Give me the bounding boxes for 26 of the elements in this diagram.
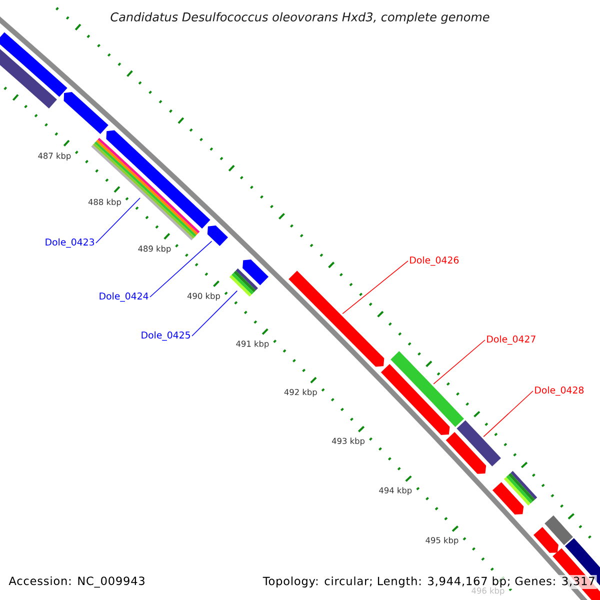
gene-label: Dole_0423 bbox=[46, 238, 94, 248]
gene-label: Dole_0425 bbox=[142, 331, 190, 341]
leader-line bbox=[150, 240, 212, 298]
gene-block bbox=[106, 130, 210, 229]
footer-text: Accession: NC_009943 bbox=[7, 574, 147, 590]
footer-text: Topology: circular; Length: 3,944,167 bp; Genes: 3,317 bbox=[261, 575, 597, 589]
scale-label: 494 kbp bbox=[379, 487, 412, 495]
gene-label: Dole_0424 bbox=[100, 292, 148, 302]
scale-label: 487 kbp bbox=[38, 152, 71, 160]
scale-label: 495 kbp bbox=[426, 536, 458, 545]
leader-line bbox=[96, 198, 140, 244]
gene-label: Dole_0427 bbox=[487, 335, 536, 345]
gene-label: Dole_0426 bbox=[410, 256, 459, 266]
gene-block bbox=[446, 432, 486, 474]
scale-label: 496 kbp bbox=[472, 587, 504, 596]
title: Candidatus Desulfococcus oleovorans Hxd3, complete genome bbox=[110, 12, 490, 24]
gene-block bbox=[242, 260, 269, 286]
leader-line bbox=[342, 260, 408, 314]
gene-block bbox=[288, 270, 384, 367]
gene-block bbox=[380, 364, 450, 436]
gene-block bbox=[207, 226, 228, 246]
leader-line bbox=[192, 290, 238, 336]
gene-label: Dole_0428 bbox=[535, 386, 584, 396]
leader-line bbox=[433, 340, 486, 384]
scale-label: 492 kbp bbox=[284, 388, 317, 397]
scale-label: 488 kbp bbox=[88, 198, 121, 207]
